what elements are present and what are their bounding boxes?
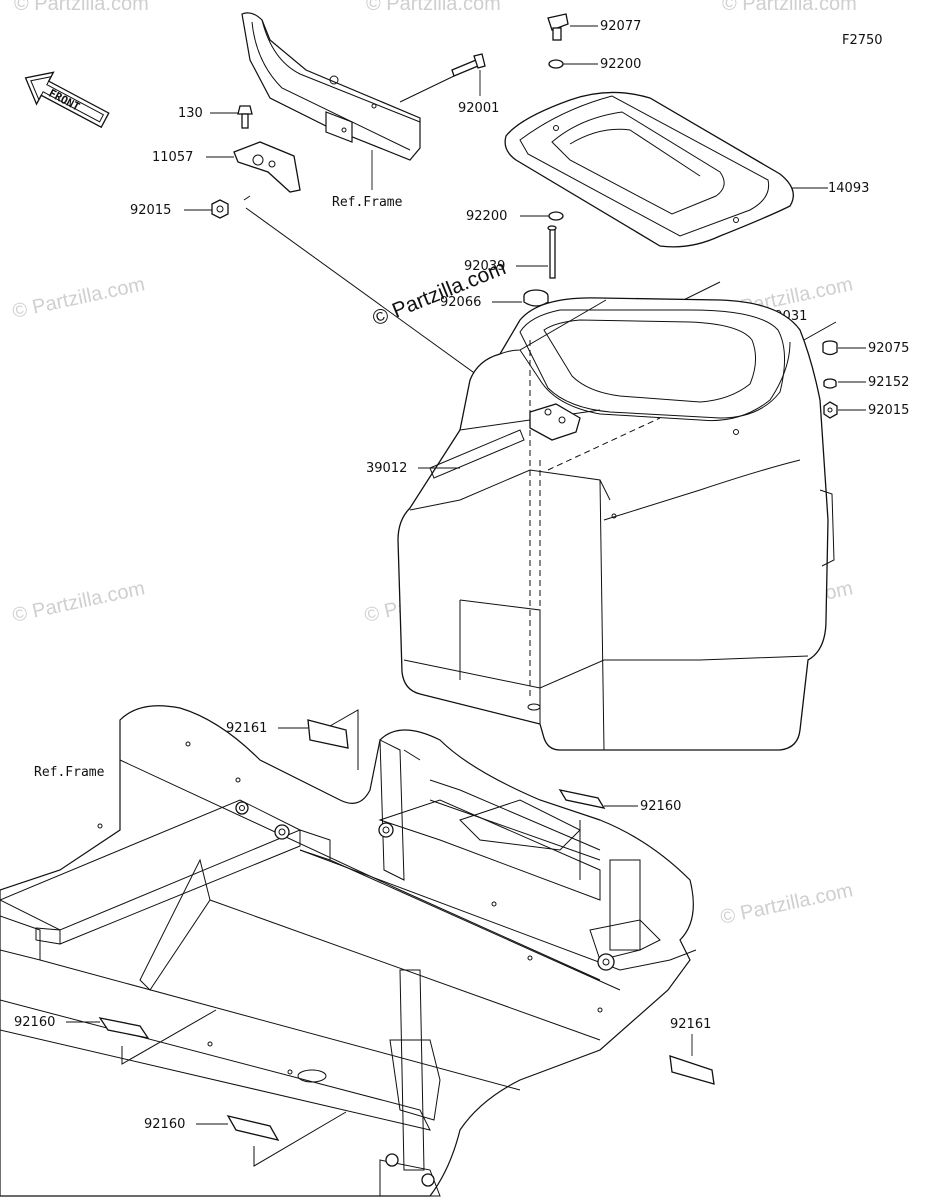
pin-92039 [547,225,557,279]
pad-92160-right [558,789,606,809]
front-arrow-icon: FRONT [24,71,110,129]
part-label-130: 130 [178,106,203,121]
part-label-92161-right: 92161 [670,1017,711,1032]
part-label-92077: 92077 [600,19,641,34]
part-label-92015-left: 92015 [130,203,171,218]
part-label-39012: 39012 [366,461,407,476]
part-label-92152: 92152 [868,375,909,390]
part-label-92160-right: 92160 [640,799,681,814]
cargo-box-39012 [397,297,835,751]
cap-92077 [547,13,569,41]
collar-92152 [823,378,837,389]
washer-92200-mid [548,211,564,221]
watermark: © Partzilla.com [718,879,854,929]
lower-frame-assembly [0,705,697,1197]
watermark: © Partzilla.com [722,0,857,15]
part-label-92200-mid: 92200 [466,209,507,224]
watermark: © Partzilla.com [10,273,146,323]
diagram-code: F2750 [842,33,883,48]
pad-92161-top [307,719,349,749]
plug-92066 [523,289,549,307]
grommet-92075 [822,340,838,356]
upper-frame-rail [241,12,421,161]
pad-92161-right [669,1055,715,1085]
nut-92015-right [823,401,838,419]
part-label-92200-top: 92200 [600,57,641,72]
watermark: © Partzilla.com [14,0,149,15]
bracket-11057 [233,141,301,193]
ref-frame-label-lower: Ref.Frame [34,765,105,780]
part-label-92160-left: 92160 [14,1015,55,1030]
part-label-92015-right: 92015 [868,403,909,418]
part-label-92066: 92066 [440,295,481,310]
bolt-130 [237,105,253,129]
part-label-92039: 92039 [464,259,505,274]
watermark: © Partzilla.com [10,577,146,627]
part-label-14093: 14093 [828,181,869,196]
part-label-11057: 11057 [152,150,193,165]
part-label-92075: 92075 [868,341,909,356]
part-label-92161-top: 92161 [226,721,267,736]
washer-92200-top [548,59,564,69]
nut-92015-left [211,199,229,219]
bolt-92001 [451,53,486,77]
ref-frame-label: Ref.Frame [332,195,403,210]
pad-92160-left [98,1017,150,1039]
part-label-92001: 92001 [458,101,499,116]
part-label-92160-bottom: 92160 [144,1117,185,1132]
pad-92160-bottom [226,1115,280,1141]
watermark: © Partzilla.com [366,0,501,15]
watermark-main: © Partzilla.com [369,256,509,330]
lid-14093 [504,91,794,248]
